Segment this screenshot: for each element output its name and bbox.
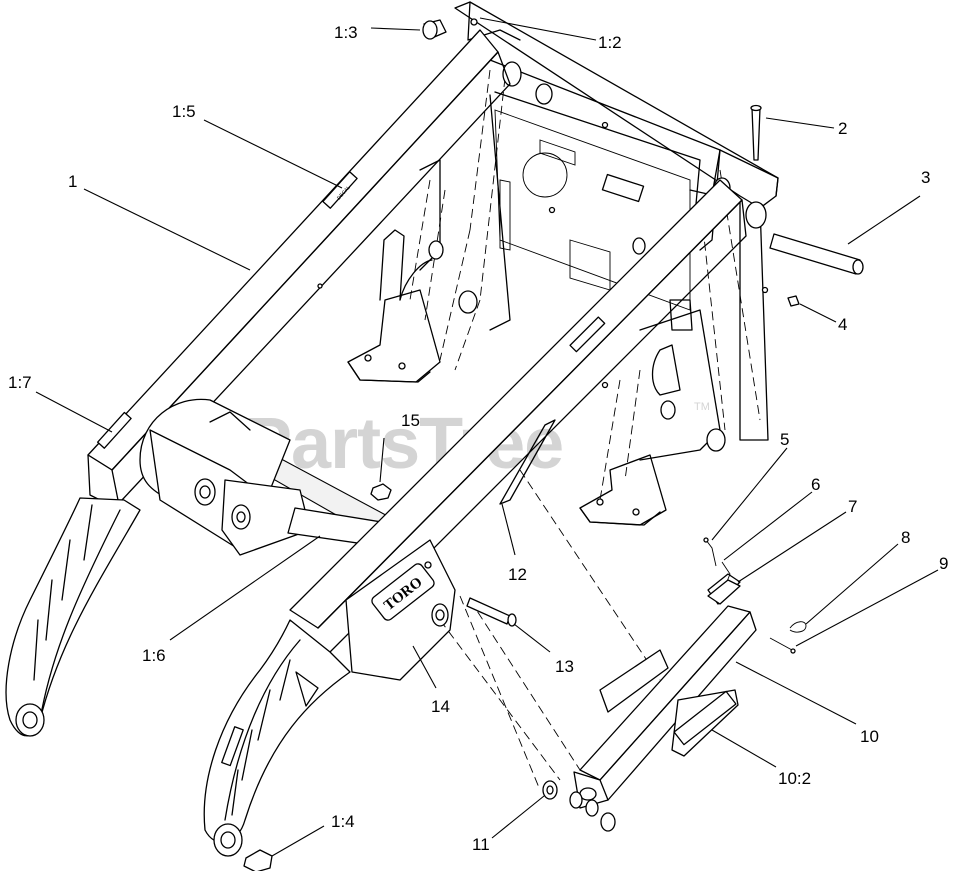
callout-12: 12 <box>508 565 527 584</box>
callout-1-7: 1:7 <box>8 373 32 392</box>
left-loader-arm: DECAL <box>5 29 511 737</box>
callout-4: 4 <box>838 315 847 334</box>
callout-14: 14 <box>431 697 450 716</box>
callout-15: 15 <box>401 411 420 430</box>
tower-frame <box>347 1 779 526</box>
callout-1-2: 1:2 <box>598 33 622 52</box>
callout-1-5: 1:5 <box>172 102 196 121</box>
callout-9: 9 <box>939 554 948 573</box>
callout-7: 7 <box>848 497 857 516</box>
callout-11: 11 <box>472 835 490 854</box>
callout-10-2: 10:2 <box>778 769 811 788</box>
callout-6: 6 <box>811 475 820 494</box>
hardware <box>243 19 864 871</box>
leader-lines <box>35 17 939 857</box>
callout-10: 10 <box>860 727 879 746</box>
callout-3: 3 <box>921 168 930 187</box>
callout-1: 1 <box>68 172 77 191</box>
callout-1-6: 1:6 <box>142 646 166 665</box>
callout-2: 2 <box>838 119 847 138</box>
callout-13: 13 <box>555 657 574 676</box>
callout-labels: 1:3 1:2 2 1:5 3 1 4 1:7 15 5 6 7 8 9 12 … <box>8 23 948 854</box>
hidden-lines <box>439 419 669 791</box>
watermark-tm: TM <box>694 401 710 413</box>
callout-8: 8 <box>901 528 910 547</box>
callout-1-3: 1:3 <box>334 23 358 42</box>
callout-1-4: 1:4 <box>331 812 355 831</box>
right-loader-arm: TORO <box>203 179 747 857</box>
callout-5: 5 <box>780 430 789 449</box>
